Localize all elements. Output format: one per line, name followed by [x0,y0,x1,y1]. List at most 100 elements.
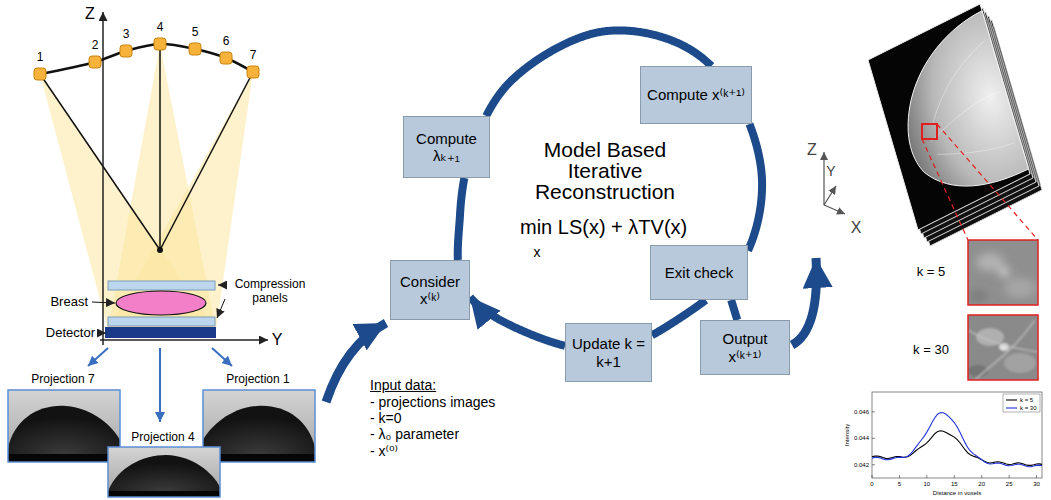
legend-sample [1006,407,1017,408]
line-shape [98,333,106,334]
box-text: Compute x⁽ᵏ⁺¹⁾ [647,86,745,103]
source-position [89,56,101,68]
tick-label: 0.042 [854,461,869,468]
box-text: Output x⁽ᵏ⁺¹⁾ [707,330,783,365]
callout-number: 3 [123,28,130,42]
tick-mark [1036,475,1037,478]
image-caption: Projection 7 [31,373,94,387]
leader-lines [92,285,225,333]
axis-label: X [851,219,862,237]
cycle-arrow [470,297,565,346]
profile-k30 [872,412,1042,466]
process-box: Output x⁽ᵏ⁺¹⁾ [700,320,790,375]
box-text: Compute λₖ₊₁ [410,130,483,165]
projection-images [8,390,315,497]
rect-shape [968,240,1038,305]
axis-label: Y [826,163,835,179]
center-title: Model Based Iterative Reconstruction [505,139,705,202]
part-label: Compression panels [229,278,311,306]
cycle-arrow [652,300,706,335]
profile-plot [872,392,1042,478]
tick-mark [926,475,927,478]
box-text: Exit check [657,264,741,281]
x-ray-beams [40,44,253,330]
process-box: Update k = k+1 [565,323,652,382]
part-label: Detector [46,326,95,341]
rect-shape [872,392,1042,478]
axis-title: Intensity [844,424,851,446]
part-label: Breast [50,295,88,310]
input-note: - x⁽⁰⁾ [370,443,398,459]
image-caption: Projection 1 [226,373,289,387]
source-position [154,38,166,50]
line-shape [159,348,161,422]
ellipse-shape [998,267,1010,277]
profile-k5 [872,431,1042,466]
rect-shape [968,315,1038,380]
zoom-inset-k30 [968,315,1038,380]
tick-label: 20 [978,481,985,488]
input-note: Input data: [370,377,436,393]
rect-shape [108,281,215,290]
line-shape [88,348,108,366]
cycle-arrow [731,300,737,320]
objective-formula: min LS(x) + λTV(x) [520,216,687,239]
source-position [220,52,232,64]
line-shape [218,285,225,286]
process-box: Compute x⁽ᵏ⁺¹⁾ [640,66,752,124]
line-shape [100,339,268,341]
legend-text: k = 5 [1020,397,1033,403]
path-shape [968,320,1038,380]
source-position [120,45,132,57]
tick-label: 0.044 [854,435,869,442]
callout-number: 1 [37,51,44,65]
coordinate-axes [100,12,268,345]
g-shape [968,320,1038,380]
callout-number: 5 [192,26,199,40]
profile-curves [872,412,1042,478]
zoom-region [922,124,1038,240]
g-shape [8,390,120,462]
tick-mark [954,475,955,478]
inset-label: k = 5 [917,265,946,280]
rect-shape [868,4,1030,230]
g-shape [968,253,1036,302]
g-shape [108,447,220,497]
rect-shape [105,327,216,338]
cycle-arrow [458,178,465,260]
rect-shape [1003,394,1040,412]
rect-shape [922,124,937,139]
line-shape [824,205,845,214]
line-shape [937,124,1038,240]
ellipse-shape [968,290,988,302]
line-shape [922,139,968,240]
process-box: Consider x⁽ᵏ⁾ [390,260,470,320]
cycle-arrow [748,124,762,251]
axis-label: Z [85,5,95,23]
callout-number: 2 [92,39,99,53]
line-shape [92,302,115,303]
output-arrow [792,258,817,345]
rect-shape [108,317,215,326]
path-shape [912,40,1016,179]
axis-label: Z [807,141,817,159]
volume-axes [824,152,845,214]
tick-mark [872,438,875,439]
tick-label: 10 [923,481,930,488]
path-shape [792,258,817,345]
circle-shape [157,247,163,253]
line-shape [823,152,824,205]
rect-shape [8,454,120,462]
callout-number: 7 [250,49,257,63]
reconstructed-volume [868,4,1042,246]
line-shape [40,74,160,250]
input-note: - λ₀ parameter [370,426,459,442]
process-box: Compute λₖ₊₁ [403,116,490,178]
tick-mark [872,475,873,478]
g-shape [868,4,1030,230]
rect-shape [8,390,120,462]
source-position [34,68,46,80]
